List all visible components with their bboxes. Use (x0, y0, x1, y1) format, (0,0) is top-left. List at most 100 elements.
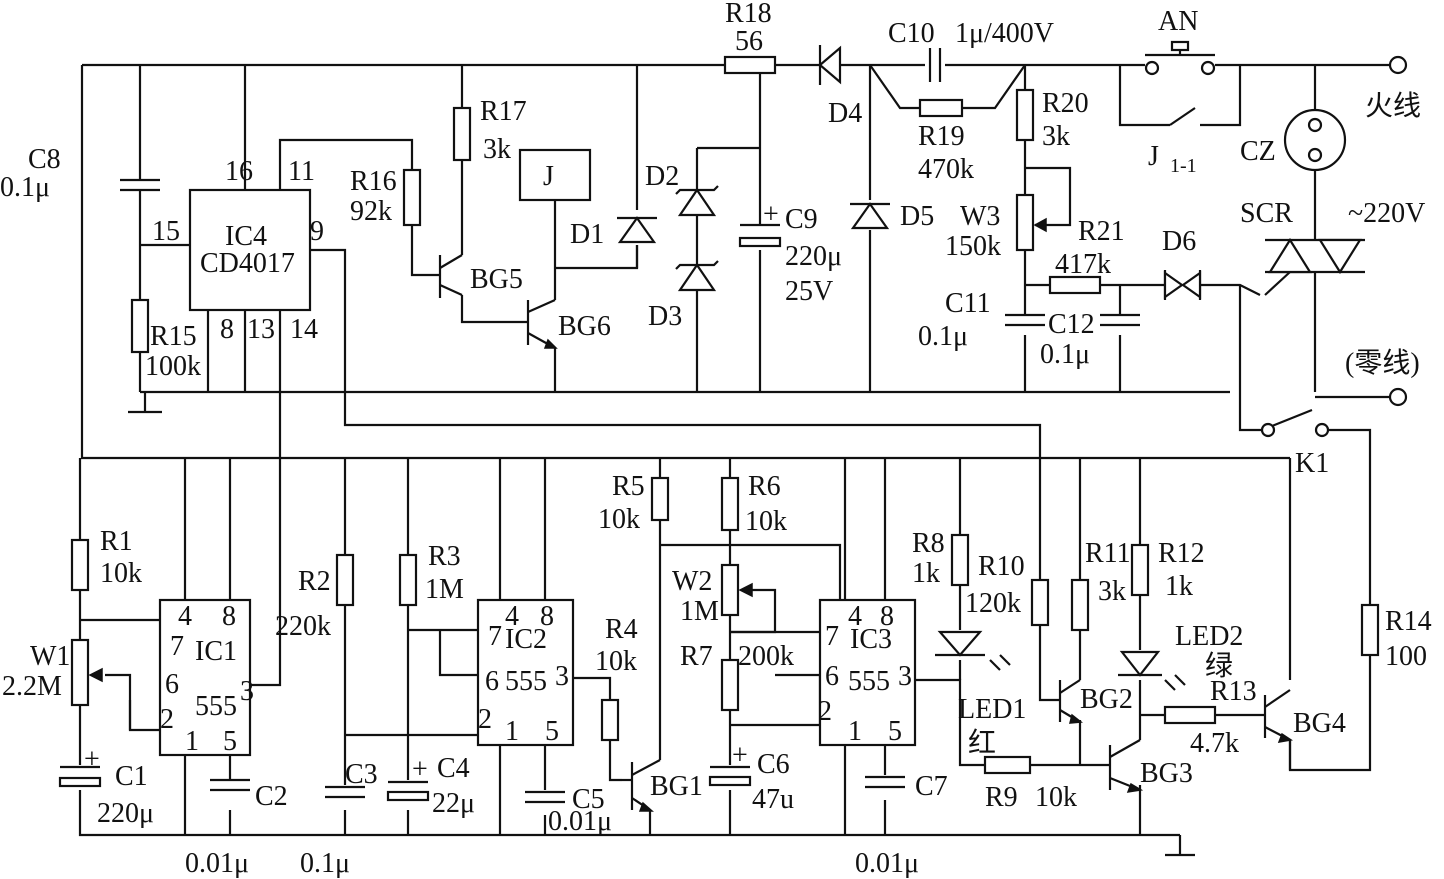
r6-value: 10k (745, 506, 787, 537)
c9-plus-icon: + (763, 199, 779, 230)
c2-value: 0.01μ (185, 848, 249, 879)
c10-label: C10 (888, 18, 935, 49)
mains-voltage-label: ~220V (1348, 198, 1425, 229)
r11-label: R11 (1085, 538, 1131, 569)
w2-value: 1M (680, 596, 719, 627)
ic2-pin4: 4 (505, 601, 519, 632)
d4-diode: D4 (818, 45, 862, 129)
r19-label: R19 (918, 121, 965, 152)
c4-value: 22μ (432, 788, 475, 819)
r17-label: R17 (480, 96, 527, 127)
r13-label: R13 (1210, 676, 1257, 707)
r20-value: 3k (1042, 121, 1070, 152)
ic3-pin3: 3 (898, 661, 912, 692)
c6-label: C6 (757, 749, 790, 780)
ic3-pin2: 2 (818, 696, 832, 727)
ic3-label: IC3 (850, 624, 892, 655)
ic1-pin6: 6 (165, 669, 179, 700)
w1-value: 2.2M (2, 671, 62, 702)
r14-resistor: R14 100 (1360, 603, 1432, 672)
bg4-label: BG4 (1293, 708, 1346, 739)
r18-value: 56 (735, 26, 763, 57)
r5-value: 10k (598, 504, 640, 535)
ic1-pin8: 8 (222, 601, 236, 632)
ic1-part: 555 (195, 691, 237, 722)
w1-label: W1 (30, 641, 70, 672)
c4-capacitor: + C4 22μ (386, 753, 475, 819)
j11-label: J (1148, 141, 1159, 172)
r4-value: 10k (595, 646, 637, 677)
cz-socket: CZ (1240, 108, 1347, 172)
r8-resistor: R8 1k (912, 528, 970, 589)
led2-green: LED2 绿 (1118, 621, 1243, 691)
c11-label: C11 (945, 288, 991, 319)
neutral-wire-label: (零线) (1345, 347, 1420, 379)
c5-value: 0.01μ (548, 806, 612, 837)
r4-resistor: R4 10k (595, 614, 638, 742)
ic2-pin7: 7 (488, 621, 502, 652)
ic2-pin5: 5 (545, 716, 559, 747)
ic4-pin9: 9 (310, 216, 324, 247)
c1-label: C1 (115, 761, 148, 792)
led2-color: 绿 (1205, 650, 1233, 682)
ic1-pin5: 5 (223, 726, 237, 757)
c9-capacitor: + C9 220μ 25V (738, 199, 842, 307)
ic1-pin2: 2 (160, 704, 174, 735)
c1-value: 220μ (97, 798, 154, 829)
ic3-pin4: 4 (848, 601, 862, 632)
d5-diode: D5 (850, 201, 934, 232)
c4-plus-icon: + (412, 754, 428, 785)
ic4-part: CD4017 (200, 248, 295, 279)
bg4-transistor: BG4 (1263, 689, 1346, 743)
k1-label: K1 (1295, 448, 1329, 479)
r9-resistor: R9 10k (983, 755, 1077, 813)
ic1-pin3: 3 (240, 676, 254, 707)
c7-capacitor: C7 0.01μ (855, 771, 948, 879)
ic2-part: 555 (505, 666, 547, 697)
r15-value: 100k (145, 351, 201, 382)
relay-coil: J (518, 148, 592, 202)
d2-label: D2 (645, 161, 679, 192)
r16-value: 92k (350, 196, 392, 227)
ic4-pin13: 13 (247, 314, 275, 345)
ic1-label: IC1 (195, 636, 237, 667)
r2-resistor: R2 220k (275, 553, 355, 642)
w3-label: W3 (960, 201, 1000, 232)
ic3-pin7: 7 (825, 621, 839, 652)
ic1-pin4: 4 (178, 601, 192, 632)
c10-capacitor: C10 1μ/400V (888, 18, 1054, 82)
ic2-pin1: 1 (505, 716, 519, 747)
ic3-pin5: 5 (888, 716, 902, 747)
r20-label: R20 (1042, 88, 1089, 119)
c3-label: C3 (345, 759, 378, 790)
led2-label: LED2 (1175, 621, 1243, 652)
r8-label: R8 (912, 528, 945, 559)
r10-value: 120k (965, 588, 1021, 619)
r20-resistor: R20 3k (1015, 88, 1089, 152)
d6-label: D6 (1162, 226, 1196, 257)
r9-value: 10k (1035, 782, 1077, 813)
wiring (78, 63, 1390, 857)
c12-label: C12 (1048, 309, 1095, 340)
c5-capacitor: C5 0.01μ (525, 784, 612, 837)
r14-label: R14 (1385, 606, 1432, 637)
r12-resistor: R12 1k (1130, 538, 1205, 602)
c6-capacitor: + C6 47u (708, 740, 794, 815)
r3-value: 1M (425, 574, 464, 605)
cz-label: CZ (1240, 136, 1276, 167)
bg6-label: BG6 (558, 311, 611, 342)
c9-voltage: 25V (785, 276, 833, 307)
ic1-pin7: 7 (170, 631, 184, 662)
j11-contact: J 1-1 (1148, 107, 1197, 177)
bg2-label: BG2 (1080, 684, 1133, 715)
c12-value: 0.1μ (1040, 339, 1090, 370)
r15-resistor: R15 100k (130, 298, 201, 382)
an-label: AN (1158, 6, 1198, 37)
c12-capacitor: C12 0.1μ (1040, 309, 1140, 370)
bg6-transistor: BG6 (526, 298, 611, 349)
d1-diode: D1 (570, 216, 657, 250)
c6-plus-icon: + (732, 740, 748, 771)
ic4-pin11: 11 (288, 156, 315, 187)
c8-value: 0.1μ (0, 172, 50, 203)
r3-resistor: R3 1M (398, 541, 464, 607)
